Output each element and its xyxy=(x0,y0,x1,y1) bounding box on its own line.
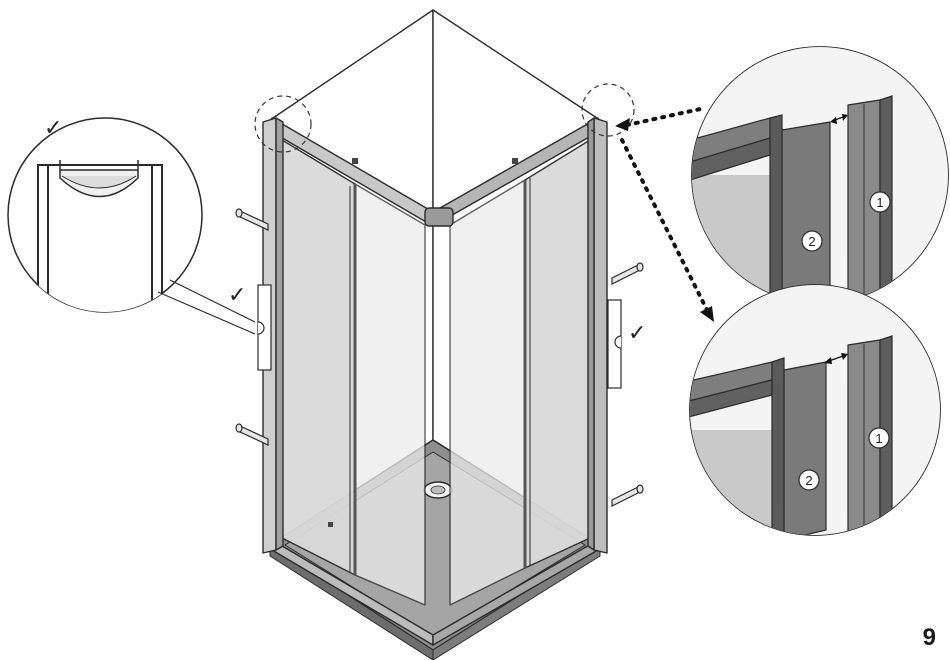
shower-enclosure xyxy=(263,10,607,660)
part-two-profile xyxy=(784,362,826,540)
part-label-two-bottom: 2 xyxy=(805,473,812,488)
check-mark-left-level: ✓ xyxy=(228,283,246,308)
leader-lines xyxy=(622,108,708,312)
arrow-head-icon xyxy=(615,118,630,131)
detail-circle-level xyxy=(8,118,255,334)
part-label-one-bottom: 1 xyxy=(875,431,882,446)
left-fixed-glass xyxy=(282,140,355,575)
part-two-profile xyxy=(782,122,830,310)
wall-profile-right xyxy=(594,118,607,553)
left-sliding-glass xyxy=(355,184,425,605)
screw-icon xyxy=(612,486,640,506)
spirit-level-left xyxy=(258,285,271,370)
spirit-level-right xyxy=(608,300,621,388)
detail-circle-profile-separated: 2 1 xyxy=(690,40,950,322)
part-label-one-top: 1 xyxy=(876,195,883,210)
screw-icon xyxy=(612,264,640,284)
detail-circle-profile-assembled: 2 1 xyxy=(685,280,950,547)
check-mark-right-level: ✓ xyxy=(628,321,646,346)
part-label-two-top: 2 xyxy=(808,234,815,249)
page-number: 9 xyxy=(923,624,936,652)
right-fixed-glass xyxy=(525,140,590,568)
right-sliding-glass xyxy=(450,180,525,605)
